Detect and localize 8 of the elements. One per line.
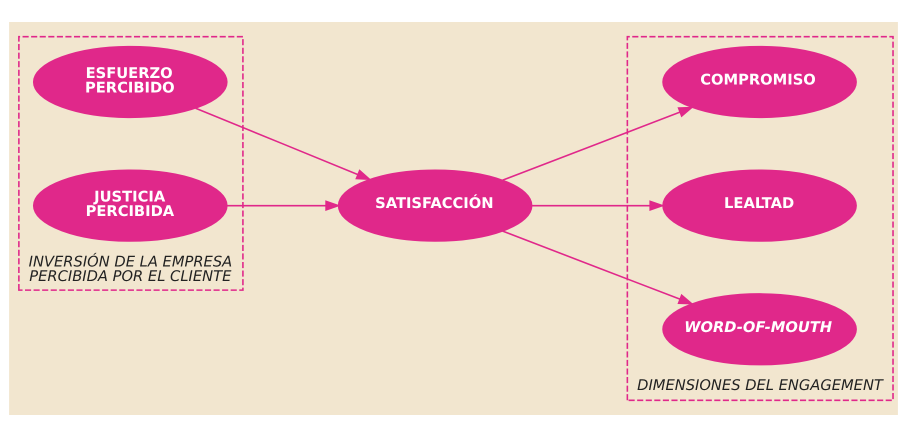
- arrow: [227, 200, 341, 211]
- node-ellipse: JUSTICIA PERCIBIDA: [32, 169, 228, 242]
- node-ellipse: LEALTAD: [662, 169, 857, 242]
- arrow: [195, 106, 372, 180]
- arrow: [532, 200, 665, 211]
- arrow: [502, 230, 694, 304]
- arrow: [502, 106, 694, 180]
- node-ellipse: ESFUERZO PERCIBIDO: [32, 45, 228, 118]
